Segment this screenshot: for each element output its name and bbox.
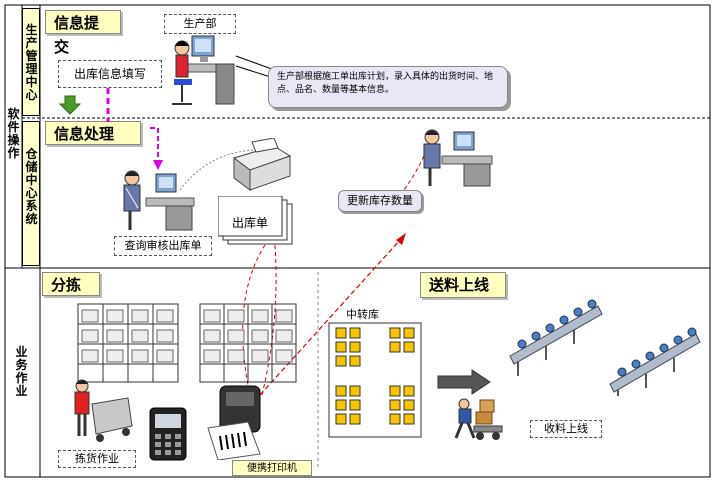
- production-dept-box: 生产部: [164, 14, 236, 34]
- lane-software-ops-label: 软件操作: [7, 107, 20, 160]
- header-info-submit: 信息提交: [45, 10, 121, 56]
- document-stack-icon: [218, 196, 293, 245]
- picker-cart-icon: [74, 379, 133, 442]
- lane-production-strip: [22, 8, 40, 116]
- picking-box: 拣货作业: [58, 450, 136, 468]
- portable-printer-label: 便携打印机: [232, 460, 312, 476]
- lane-business-label: 业务作业: [15, 345, 28, 398]
- transfer-store-grid: [328, 322, 422, 438]
- stock-clerk-icon: [423, 129, 493, 187]
- lane-warehouse-strip: [22, 121, 40, 266]
- update-stock-box: 更新库存数量: [338, 190, 422, 212]
- header-sorting: 分拣: [42, 272, 100, 296]
- barcode-scanner-icon: [149, 407, 187, 461]
- delivery-worker-icon: [454, 398, 503, 440]
- portable-printer-icon: [207, 385, 261, 460]
- printer-icon: [232, 138, 292, 191]
- shelving-racks-icon: [77, 303, 297, 383]
- transfer-store-label: 中转库: [346, 308, 379, 321]
- warehouse-clerk-icon: [123, 170, 195, 231]
- receive-online-box: 收料上线: [530, 420, 602, 438]
- assembly-line-workers-icon: [509, 299, 701, 396]
- outbound-doc-label: 出库单: [231, 216, 268, 230]
- header-info-process: 信息处理: [45, 121, 141, 145]
- lane-warehouse-label: 仓储中心系统: [25, 147, 38, 226]
- query-review-box: 查询审核出库单: [114, 236, 212, 256]
- lane-production-label: 生产管理中心: [25, 23, 38, 102]
- header-deliver: 送料上线: [420, 272, 506, 298]
- right-arrow-icon: [437, 369, 491, 395]
- production-note-callout: 生产部根据施工单出库计划，录入具体的出货时间、地点、品名、数量等基本信息。: [268, 66, 508, 108]
- outbound-fill-box: 出库信息填写: [58, 60, 162, 88]
- office-worker-icon: [172, 35, 235, 105]
